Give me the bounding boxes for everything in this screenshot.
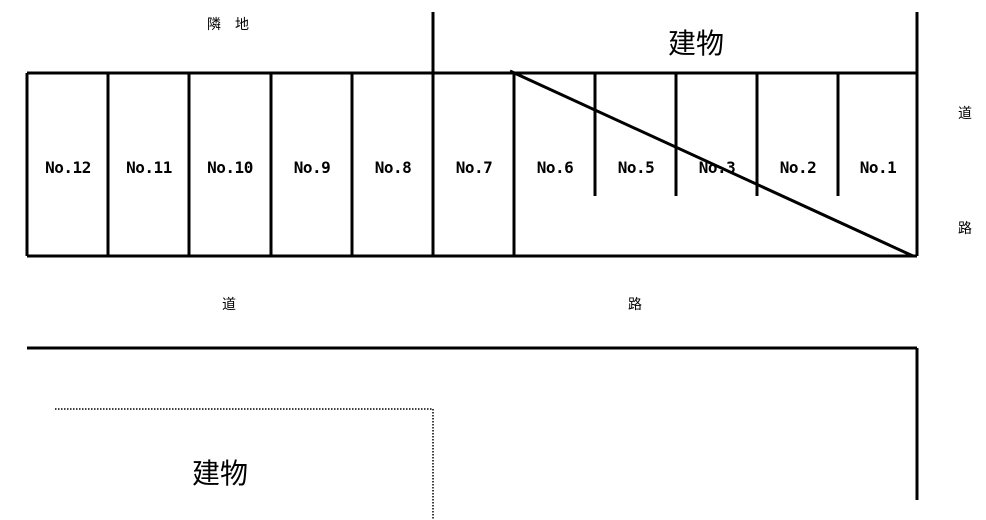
parking-slot-no2: No.2	[779, 158, 817, 177]
parking-slot-no10: No.10	[207, 158, 253, 177]
parking-slot-no7: No.7	[455, 158, 493, 177]
parking-slot-no12: No.12	[45, 158, 91, 177]
parking-slot-no11: No.11	[126, 158, 172, 177]
diagonal-cross-line	[509, 69, 914, 258]
parking-slot-no1: No.1	[859, 158, 897, 177]
parking-slot-no5: No.5	[617, 158, 655, 177]
parking-slot-no6: No.6	[536, 158, 574, 177]
road-right-label-2: 路	[958, 221, 972, 237]
building-top-label: 建物	[668, 27, 725, 60]
building-bottom-label: 建物	[192, 457, 249, 490]
road-right-label-1: 道	[958, 106, 972, 122]
neighbor-land-label: 隣 地	[207, 17, 249, 33]
parking-slot-no3: No.3	[698, 158, 736, 177]
parking-slot-no9: No.9	[293, 158, 331, 177]
road-middle-label-1: 道	[222, 297, 236, 313]
road-middle-label-2: 路	[628, 297, 642, 313]
parking-slot-no8: No.8	[374, 158, 412, 177]
